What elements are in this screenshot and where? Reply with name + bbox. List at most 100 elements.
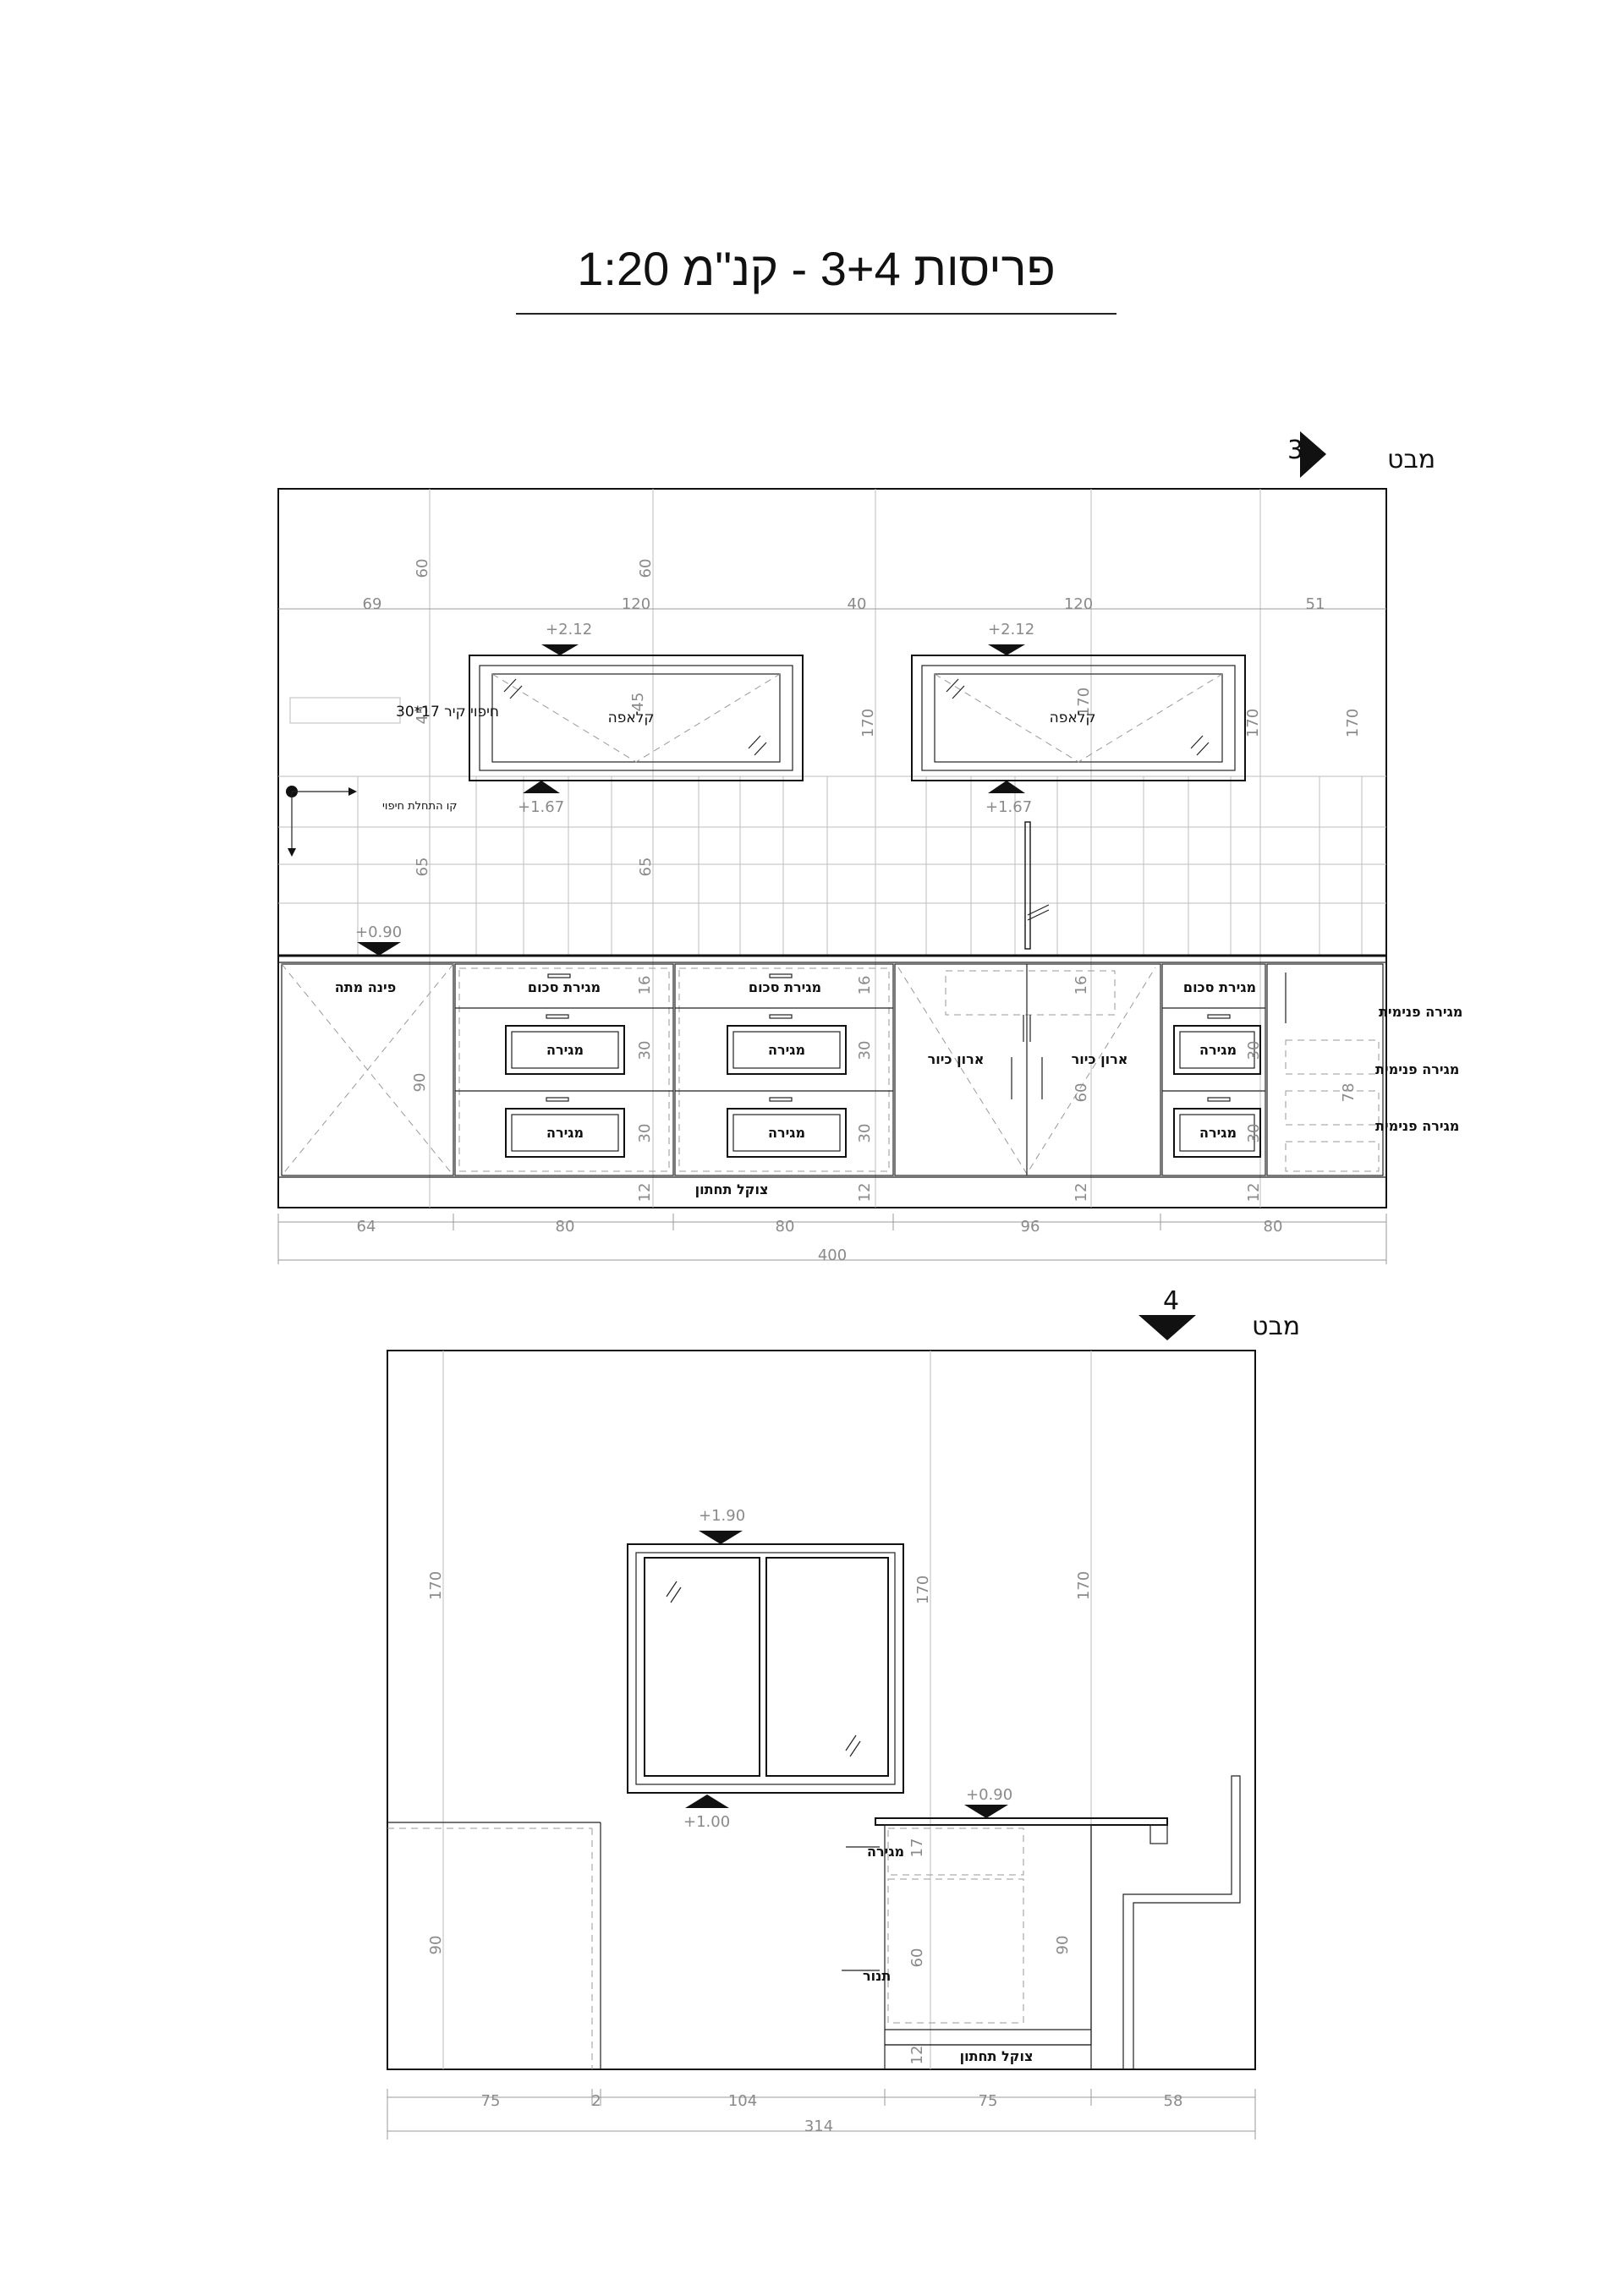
view-4-arrow-icon [1138, 1315, 1196, 1340]
dim-v4-12: 12 [908, 2046, 926, 2065]
dim-v-65-a: 65 [414, 858, 431, 877]
arrow-right-icon [348, 787, 357, 796]
dim-cab-30-f: 30 [1245, 1124, 1263, 1143]
dim-v-170-d: 170 [1344, 709, 1362, 737]
cabinet4-drawer2-label: מגירה [1199, 1125, 1237, 1141]
base-cabinets: פינה מתה 90 מגירת סכום מגירה מגירה 16 30… [278, 963, 1462, 1203]
dim-v4-bottom-3: 104 [728, 2092, 757, 2110]
dim-top-4: 120 [1064, 595, 1093, 613]
inner-drawer-label-1: מגירה פנימית [1379, 1004, 1462, 1020]
view-4-frame [387, 1350, 1256, 2070]
dim-v-45-b: 45 [629, 693, 647, 712]
dim-cab-16-b: 16 [856, 976, 874, 995]
dim-cab-12-b: 12 [856, 1183, 874, 1203]
left-cabinet-view4: 90 [387, 1822, 601, 2069]
dim-total-view3: 400 [818, 1247, 847, 1264]
counter-elevation-marker: +0.90 [355, 923, 402, 956]
dim-cab-30-d: 30 [856, 1124, 874, 1143]
cabinet2-cutlery-label: מגירת סכום [749, 979, 821, 995]
dim-cab-12-c: 12 [1073, 1183, 1090, 1203]
dim-cab-78: 78 [1340, 1083, 1358, 1103]
elev-arrow-up-icon [685, 1795, 729, 1808]
view-3-arrow-icon [1300, 431, 1326, 478]
dim-cab-16-c: 16 [1073, 976, 1090, 995]
corner-label: פינה מתה [335, 979, 397, 995]
dim-cab-16-a: 16 [636, 976, 654, 995]
view-3-frame [277, 488, 1387, 1208]
dim-v-60-b: 60 [637, 559, 655, 578]
oven-label: תנור [863, 1968, 891, 1984]
elev-window-top-left: +2.12 [546, 621, 592, 638]
dim-v4-bottom-1: 75 [481, 2092, 501, 2110]
tile-cladding-note: חיפוי קיר 17*30 [396, 704, 499, 721]
dim-v-170-a: 170 [859, 709, 877, 737]
view-3-number: 3 [1287, 436, 1303, 465]
dim-v4-60: 60 [908, 1948, 926, 1968]
elev-arrow-down-icon [964, 1805, 1008, 1818]
drawing-title: פריסות 3+4 - קנ"מ 1:20 [577, 242, 1056, 295]
dim-bottom-1: 64 [357, 1218, 376, 1236]
view-4-bottom-dimensions: 75 2 104 75 58 314 [387, 2089, 1256, 2140]
view-3-top-dimensions: 69 120 40 120 51 [278, 595, 1386, 613]
elev-counter-view4: +0.90 [966, 1786, 1012, 1804]
dim-v4-bottom-5: 58 [1164, 2092, 1183, 2110]
dim-cab-90: 90 [411, 1073, 429, 1093]
dim-cab-30-b: 30 [636, 1124, 654, 1143]
view-3-label: מבט [1387, 445, 1435, 474]
plinth-label-view3: צוקל תחתון [695, 1181, 769, 1197]
dim-v4-90-a: 90 [427, 1936, 445, 1955]
dim-cab-30-a: 30 [636, 1041, 654, 1060]
window-right: +2.12 קלאפה +1.67 [911, 621, 1246, 816]
elev-arrow-up-icon [988, 781, 1025, 793]
elev-counter-view3: +0.90 [355, 923, 402, 941]
faucet [1024, 821, 1050, 950]
dim-cab-12-a: 12 [636, 1183, 654, 1203]
oven-counter-view4: +0.90 מגירה תנור 17 60 12 90 צוקל תחתון [842, 1786, 1168, 2069]
drawer-label-view4: מגירה [867, 1844, 904, 1860]
elev-arrow-down-icon [988, 644, 1025, 655]
dim-v4-17: 17 [908, 1838, 926, 1858]
dim-cab-12-d: 12 [1245, 1183, 1263, 1203]
view-4-marker: 4 מבט [1138, 1286, 1300, 1341]
dim-bottom-3: 80 [776, 1218, 795, 1236]
title-underline [516, 313, 1116, 315]
dim-top-1: 69 [363, 595, 382, 613]
corner-cabinet [281, 963, 454, 1176]
dim-v4-bottom-2: 2 [591, 2092, 601, 2110]
dim-v4-170-a: 170 [427, 1571, 445, 1600]
dim-cab-30-c: 30 [856, 1041, 874, 1060]
elev-window-bottom-left: +1.67 [518, 798, 564, 816]
elevation-view-4: 4 מבט 170 170 170 +1.90 +1.00 [387, 1286, 1300, 2140]
dim-cab-60: 60 [1073, 1083, 1090, 1103]
cabinet1-drawer2-label: מגירה [546, 1125, 584, 1141]
dim-v-65-b: 65 [637, 858, 655, 877]
view-4-label: מבט [1252, 1312, 1300, 1341]
cabinet4-cutlery-label: מגירת סכום [1183, 979, 1256, 995]
view-3-vertical-dimensions: 60 60 45 45 170 170 170 170 65 65 [414, 559, 1362, 877]
inner-drawer-label-3: מגירה פנימית [1375, 1118, 1459, 1134]
right-return-view4 [1122, 1775, 1241, 2069]
cabinet4-drawer-label: מגירה [1199, 1042, 1237, 1058]
tile-notes: חיפוי קיר 17*30 קו התחלת חיפוי [286, 697, 499, 857]
cabinet1-cutlery-label: מגירת סכום [528, 979, 601, 995]
elev-window-top-view4: +1.90 [699, 1507, 745, 1525]
elev-window-bottom-view4: +1.00 [683, 1813, 730, 1831]
view-3-bottom-dimensions: 64 80 80 96 80 400 [277, 1214, 1387, 1264]
dim-bottom-4: 96 [1021, 1218, 1040, 1236]
window-right-label: קלאפה [1050, 710, 1096, 726]
dim-v4-170-c: 170 [1075, 1571, 1093, 1600]
view-3-grid [278, 489, 1386, 1208]
dim-total-view4: 314 [804, 2118, 833, 2135]
window-view4: +1.90 +1.00 [627, 1507, 904, 1831]
elevation-view-3: 3 מבט [277, 431, 1462, 1264]
inner-drawer-label-2: מגירה פנימית [1375, 1061, 1459, 1077]
drawing-title-block: פריסות 3+4 - קנ"מ 1:20 [516, 241, 1116, 296]
cabinet2-drawer-label: מגירה [768, 1042, 805, 1058]
dim-v-60-a: 60 [414, 559, 431, 578]
cabinet1-drawer-label: מגירה [546, 1042, 584, 1058]
elev-arrow-down-icon [357, 942, 401, 956]
cabinet2-drawer2-label: מגירה [768, 1125, 805, 1141]
dim-v-45-a: 45 [414, 705, 431, 725]
dim-v-170-c: 170 [1244, 709, 1262, 737]
